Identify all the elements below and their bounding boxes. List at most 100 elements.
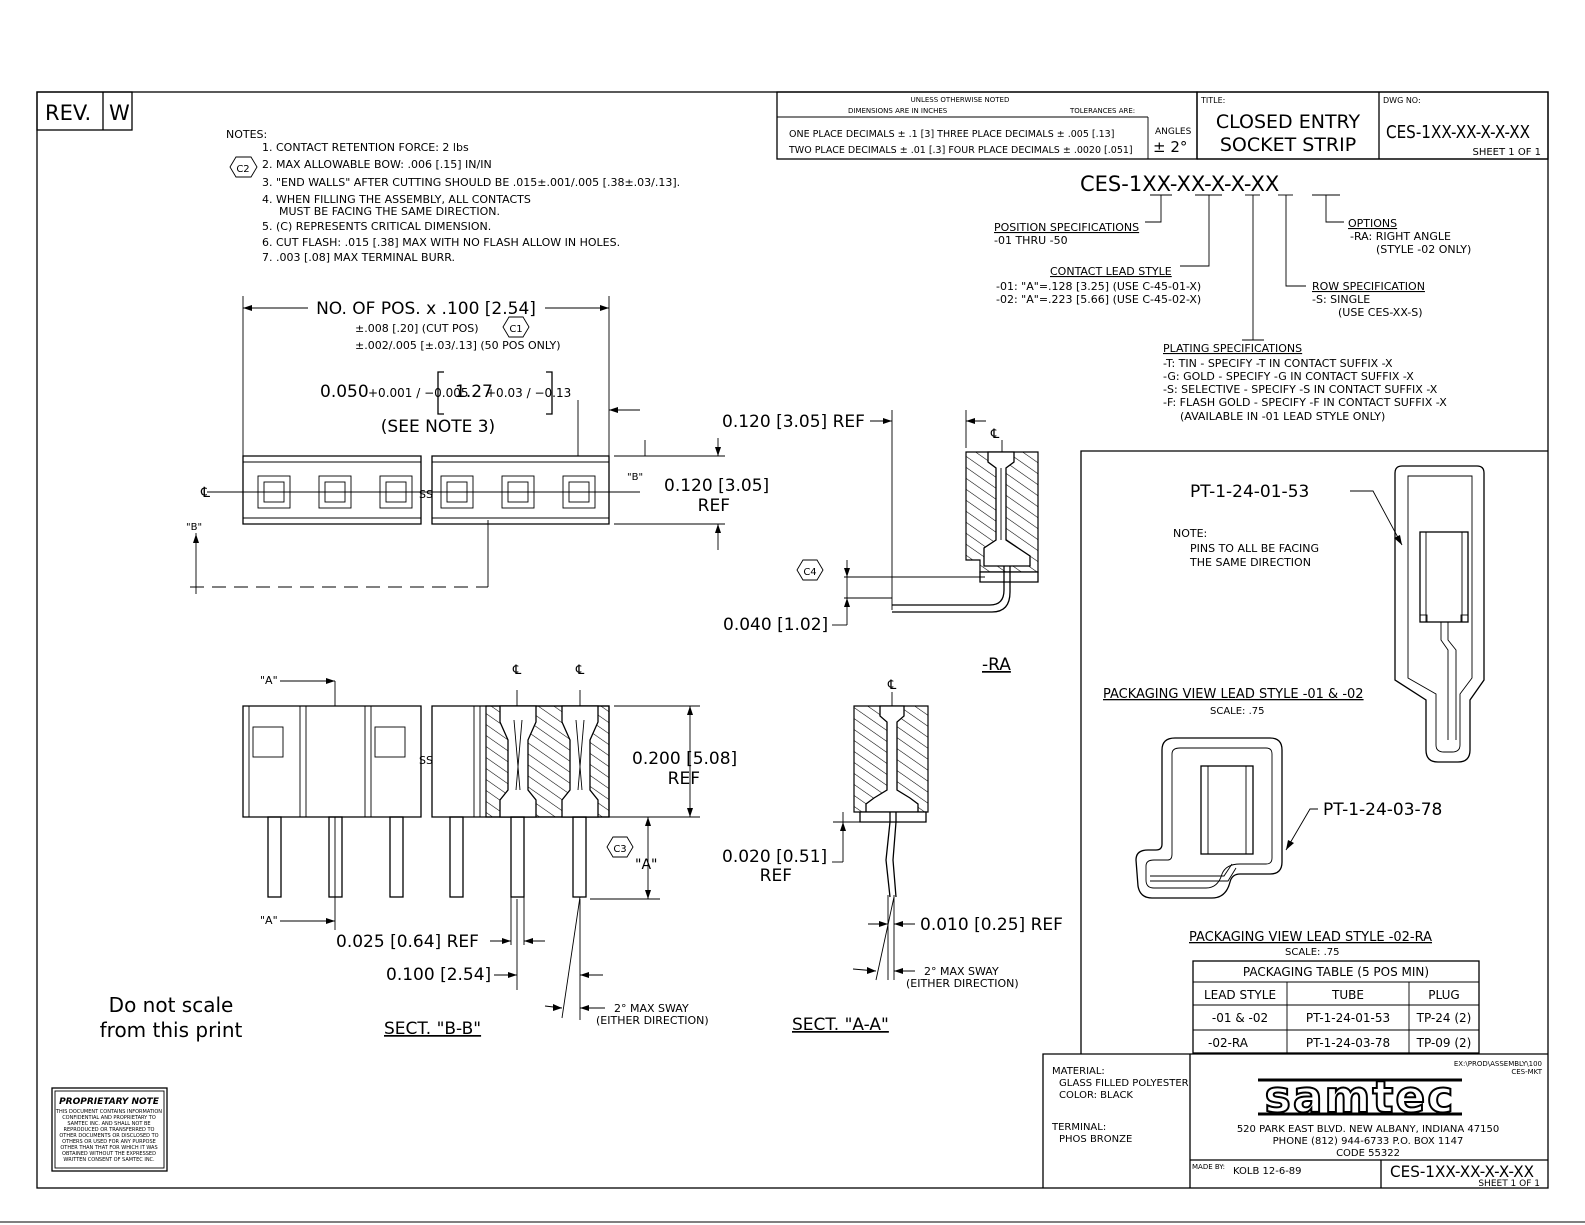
part-number-breakdown: CES-1XX-XX-X-X-XX POSITION SPECIFICATION… xyxy=(994,172,1471,423)
pack-note-title: NOTE: xyxy=(1173,527,1207,540)
dim-endwall-a-tol: +0.001 / −0.005 xyxy=(368,386,469,400)
pack-table-header-tube: TUBE xyxy=(1331,988,1364,1002)
break-symbol: SS xyxy=(419,488,433,501)
pack-table-cell: TP-24 (2) xyxy=(1416,1011,1472,1025)
tolerance-row1: ONE PLACE DECIMALS ± .1 [3] THREE PLACE … xyxy=(789,129,1114,140)
pack-table-header-lead: LEAD STYLE xyxy=(1204,988,1276,1002)
svg-text:C3: C3 xyxy=(613,844,626,855)
dwg-label: DWG NO: xyxy=(1383,96,1421,105)
svg-text:C1: C1 xyxy=(509,324,522,335)
dim-0010: 0.010 [0.25] REF xyxy=(920,915,1063,935)
top-view: NO. OF POS. x .100 [2.54] ±.008 [.20] (C… xyxy=(186,296,769,594)
sheet-number: SHEET 1 OF 1 xyxy=(1473,147,1542,158)
row-1: -S: SINGLE xyxy=(1312,293,1370,306)
row-title: ROW SPECIFICATION xyxy=(1312,280,1425,293)
svg-text:SAMTEC INC. AND SHALL NOT BE: SAMTEC INC. AND SHALL NOT BE xyxy=(67,1121,150,1127)
centerline-mark: ℄ xyxy=(512,663,522,678)
dim-endwall-a: 0.050 xyxy=(320,382,369,402)
dim-0120-ref: REF xyxy=(698,496,730,516)
address-2: PHONE (812) 944-6733 P.O. BOX 1147 xyxy=(1273,1136,1464,1147)
svg-text:C2: C2 xyxy=(236,164,249,175)
position-value: -01 THRU -50 xyxy=(994,234,1068,247)
dim-0020-ref: REF xyxy=(760,866,792,886)
ra-side-view: 0.120 [3.05] REF ℄ C4 0.040 [1.02] -RA xyxy=(722,410,1039,675)
plating-title: PLATING SPECIFICATIONS xyxy=(1163,342,1302,355)
title-line1: CLOSED ENTRY xyxy=(1216,111,1361,133)
dim-0040: 0.040 [1.02] xyxy=(723,615,828,635)
note-1: 1. CONTACT RETENTION FORCE: 2 lbs xyxy=(262,141,469,154)
label-b-left: "B" xyxy=(186,522,202,533)
dim-endwall-b: 1.27 xyxy=(455,382,493,402)
notes: NOTES: 1. CONTACT RETENTION FORCE: 2 lbs… xyxy=(226,128,680,264)
part-code: CES-1XX-XX-X-X-XX xyxy=(1080,172,1279,196)
options-1: -RA: RIGHT ANGLE xyxy=(1350,230,1451,243)
centerline-mark: ℄ xyxy=(887,678,897,693)
sway-aa-1: 2° MAX SWAY xyxy=(924,965,999,978)
label-a-dim: "A" xyxy=(635,857,657,873)
label-b-right: "B" xyxy=(627,472,643,483)
pack-note-2: THE SAME DIRECTION xyxy=(1189,556,1311,569)
tolerance-tol: TOLERANCES ARE: xyxy=(1069,107,1135,115)
note-3: 3. "END WALLS" AFTER CUTTING SHOULD BE .… xyxy=(262,176,680,189)
pack-view1-scale: SCALE: .75 xyxy=(1210,706,1265,717)
svg-text:REPRODUCED OR TRANSFERRED TO: REPRODUCED OR TRANSFERRED TO xyxy=(64,1127,155,1133)
svg-text:OTHER DOCUMENTS OR DISCLOSED T: OTHER DOCUMENTS OR DISCLOSED TO xyxy=(59,1133,158,1139)
dim-0120: 0.120 [3.05] xyxy=(664,476,769,496)
packaging-table: PACKAGING TABLE (5 POS MIN) LEAD STYLE T… xyxy=(1192,960,1480,1054)
pack-table-cell: PT-1-24-03-78 xyxy=(1306,1036,1390,1050)
packaging-panel: PT-1-24-01-53 NOTE: PINS TO ALL BE FACIN… xyxy=(1080,450,1548,1054)
dim-0200-ref: REF xyxy=(668,769,700,789)
dwg-number: CES-1XX-XX-X-X-XX xyxy=(1386,122,1530,143)
pack-table-cell: -01 & -02 xyxy=(1212,1011,1268,1025)
dim-pos-pitch: NO. OF POS. x .100 [2.54] xyxy=(316,299,536,319)
title-label: TITLE: xyxy=(1200,96,1225,105)
dim-0100: 0.100 [2.54] xyxy=(386,965,491,985)
do-not-scale-2: from this print xyxy=(100,1018,243,1042)
centerline-mark: ℄ xyxy=(990,427,1000,442)
tube2-label: PT-1-24-03-78 xyxy=(1323,800,1442,820)
plating-3: -S: SELECTIVE - SPECIFY -S IN CONTACT SU… xyxy=(1163,383,1438,396)
footer-sheet: SHEET 1 OF 1 xyxy=(1478,1179,1540,1189)
file-path-2: CES-MKT xyxy=(1511,1068,1542,1076)
tube1-label: PT-1-24-01-53 xyxy=(1190,482,1309,502)
pack-note-1: PINS TO ALL BE FACING xyxy=(1190,542,1319,555)
sway-aa-2: (EITHER DIRECTION) xyxy=(906,977,1019,990)
pack-table-cell: PT-1-24-01-53 xyxy=(1306,1011,1390,1025)
centerline-mark: ℄ xyxy=(575,663,585,678)
dim-pos-tol-2: ±.002/.005 [±.03/.13] (50 POS ONLY) xyxy=(355,339,561,352)
dim-endwall-b-tol: +0.03 / −0.13 xyxy=(486,386,571,400)
critical-dimension-icon: C1 xyxy=(502,316,530,338)
section-aa-label: SECT. "A-A" xyxy=(792,1015,889,1035)
svg-text:THIS DOCUMENT CONTAINS INFORMA: THIS DOCUMENT CONTAINS INFORMATION xyxy=(55,1109,162,1115)
revision-box: REV. W xyxy=(36,91,133,131)
footer-dwg-number: CES-1XX-XX-X-X-XX xyxy=(1390,1162,1534,1181)
svg-text:CONFIDENTIAL AND PROPRIETARY T: CONFIDENTIAL AND PROPRIETARY TO xyxy=(62,1115,156,1121)
note-6: 6. CUT FLASH: .015 [.38] MAX WITH NO FLA… xyxy=(262,236,620,249)
position-title: POSITION SPECIFICATIONS xyxy=(994,221,1139,234)
rev-label: REV. xyxy=(45,101,91,125)
section-bb-label: SECT. "B-B" xyxy=(384,1019,481,1039)
plating-1: -T: TIN - SPECIFY -T IN CONTACT SUFFIX -… xyxy=(1163,357,1393,370)
pack-table-title: PACKAGING TABLE (5 POS MIN) xyxy=(1243,965,1429,979)
break-symbol: SS xyxy=(419,754,433,767)
critical-dimension-icon: C3 xyxy=(606,836,634,858)
contact-1: -01: "A"=.128 [3.25] (USE C-45-01-X) xyxy=(996,280,1201,293)
title-line2: SOCKET STRIP xyxy=(1220,134,1356,156)
do-not-scale-1: Do not scale xyxy=(109,993,234,1017)
address-3: CODE 55322 xyxy=(1336,1148,1400,1159)
made-by: KOLB 12-6-89 xyxy=(1233,1166,1302,1177)
samtec-logo: samtec xyxy=(1258,1071,1462,1124)
angles-value: ± 2° xyxy=(1153,138,1187,156)
dim-pos-tol-1: ±.008 [.20] (CUT POS) xyxy=(355,322,479,335)
proprietary-title: PROPRIETARY NOTE xyxy=(59,1097,160,1107)
options-2: (STYLE -02 ONLY) xyxy=(1376,243,1471,256)
contact-title: CONTACT LEAD STYLE xyxy=(1050,265,1172,278)
options-title: OPTIONS xyxy=(1348,217,1397,230)
ra-label: -RA xyxy=(982,655,1011,675)
dim-0200: 0.200 [5.08] xyxy=(632,749,737,769)
critical-dimension-icon: C2 xyxy=(229,156,258,178)
centerline-mark: ℄ xyxy=(200,485,210,501)
note-4: 4. WHEN FILLING THE ASSEMBLY, ALL CONTAC… xyxy=(262,193,531,206)
dim-0020: 0.020 [0.51] xyxy=(722,847,827,867)
